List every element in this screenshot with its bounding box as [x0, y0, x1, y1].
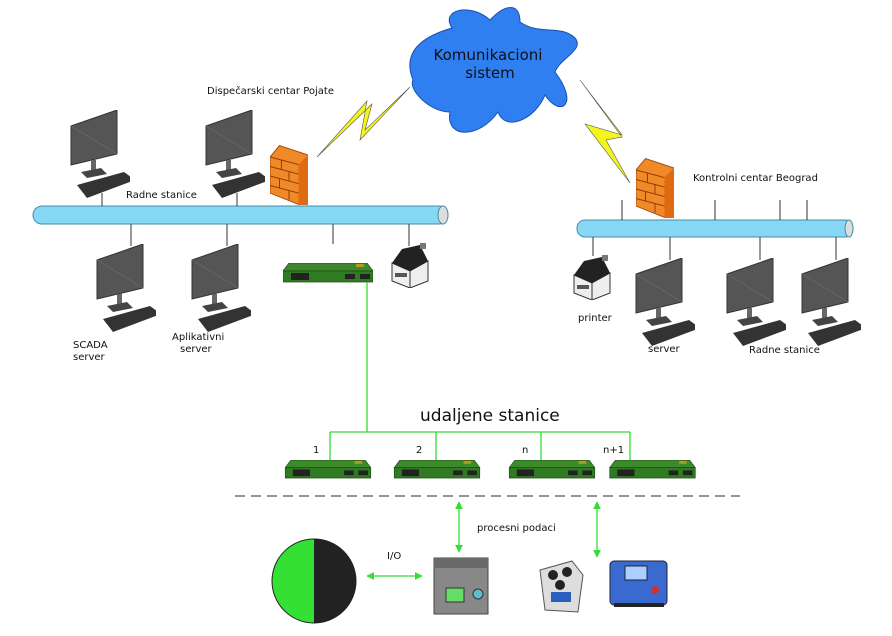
printer-right-icon	[573, 255, 611, 300]
left-workstations-label: Radne stanice	[126, 190, 197, 201]
server-right-icon	[635, 258, 695, 347]
station-label-n-plus-1: n+1	[603, 445, 624, 456]
right-workstations-label: Radne stanice	[749, 345, 820, 356]
firewall-left-icon	[270, 145, 308, 205]
app-server-label-1: Aplikativni	[172, 332, 224, 343]
rtu-n-icon	[508, 460, 596, 479]
lightning-right-icon	[579, 79, 631, 184]
scada-server-icon	[96, 244, 156, 333]
process-circle-icon	[271, 538, 357, 624]
plc-icon	[433, 557, 489, 615]
workstation-right-2-icon	[801, 258, 861, 347]
server-label: server	[648, 344, 681, 355]
app-server-label-2: server	[180, 344, 213, 355]
router-main-icon	[283, 263, 373, 283]
field-device-2-icon	[609, 560, 668, 607]
lightning-left-icon	[316, 86, 411, 158]
right-network-bus	[576, 219, 854, 238]
workstation-left-1-icon	[70, 110, 130, 199]
right-center-title: Kontrolni centar Beograd	[693, 173, 818, 184]
cloud-label-line1: Komunikacioni	[434, 46, 543, 64]
scada-label-2: server	[73, 352, 106, 363]
printer-label: printer	[578, 313, 613, 324]
station-label-1: 1	[313, 445, 319, 456]
right-bus-drops	[592, 200, 837, 260]
firewall-right-icon	[636, 158, 674, 218]
io-label: I/O	[387, 551, 401, 562]
rtu-1-icon	[284, 460, 372, 479]
remote-links	[329, 282, 631, 461]
application-server-icon	[191, 244, 251, 333]
workstation-right-1-icon	[726, 258, 786, 347]
field-device-1-icon	[539, 560, 584, 613]
scada-label-1: SCADA	[73, 340, 108, 351]
communication-cloud	[409, 7, 578, 133]
station-label-n: n	[522, 445, 528, 456]
printer-left-icon	[391, 243, 429, 288]
cloud-label-line2: sistem	[465, 64, 515, 82]
station-label-2: 2	[416, 445, 422, 456]
process-data-label: procesni podaci	[477, 523, 556, 534]
remote-stations-title: udaljene stanice	[420, 406, 560, 426]
workstation-left-2-icon	[205, 110, 265, 199]
process-arrows	[366, 501, 601, 580]
left-center-title: Dispečarski centar Pojate	[207, 85, 334, 97]
rtu-n-plus-1-icon	[609, 460, 696, 479]
left-network-bus	[32, 205, 449, 225]
left-bus-drops	[101, 193, 410, 246]
rtu-2-icon	[393, 460, 481, 479]
